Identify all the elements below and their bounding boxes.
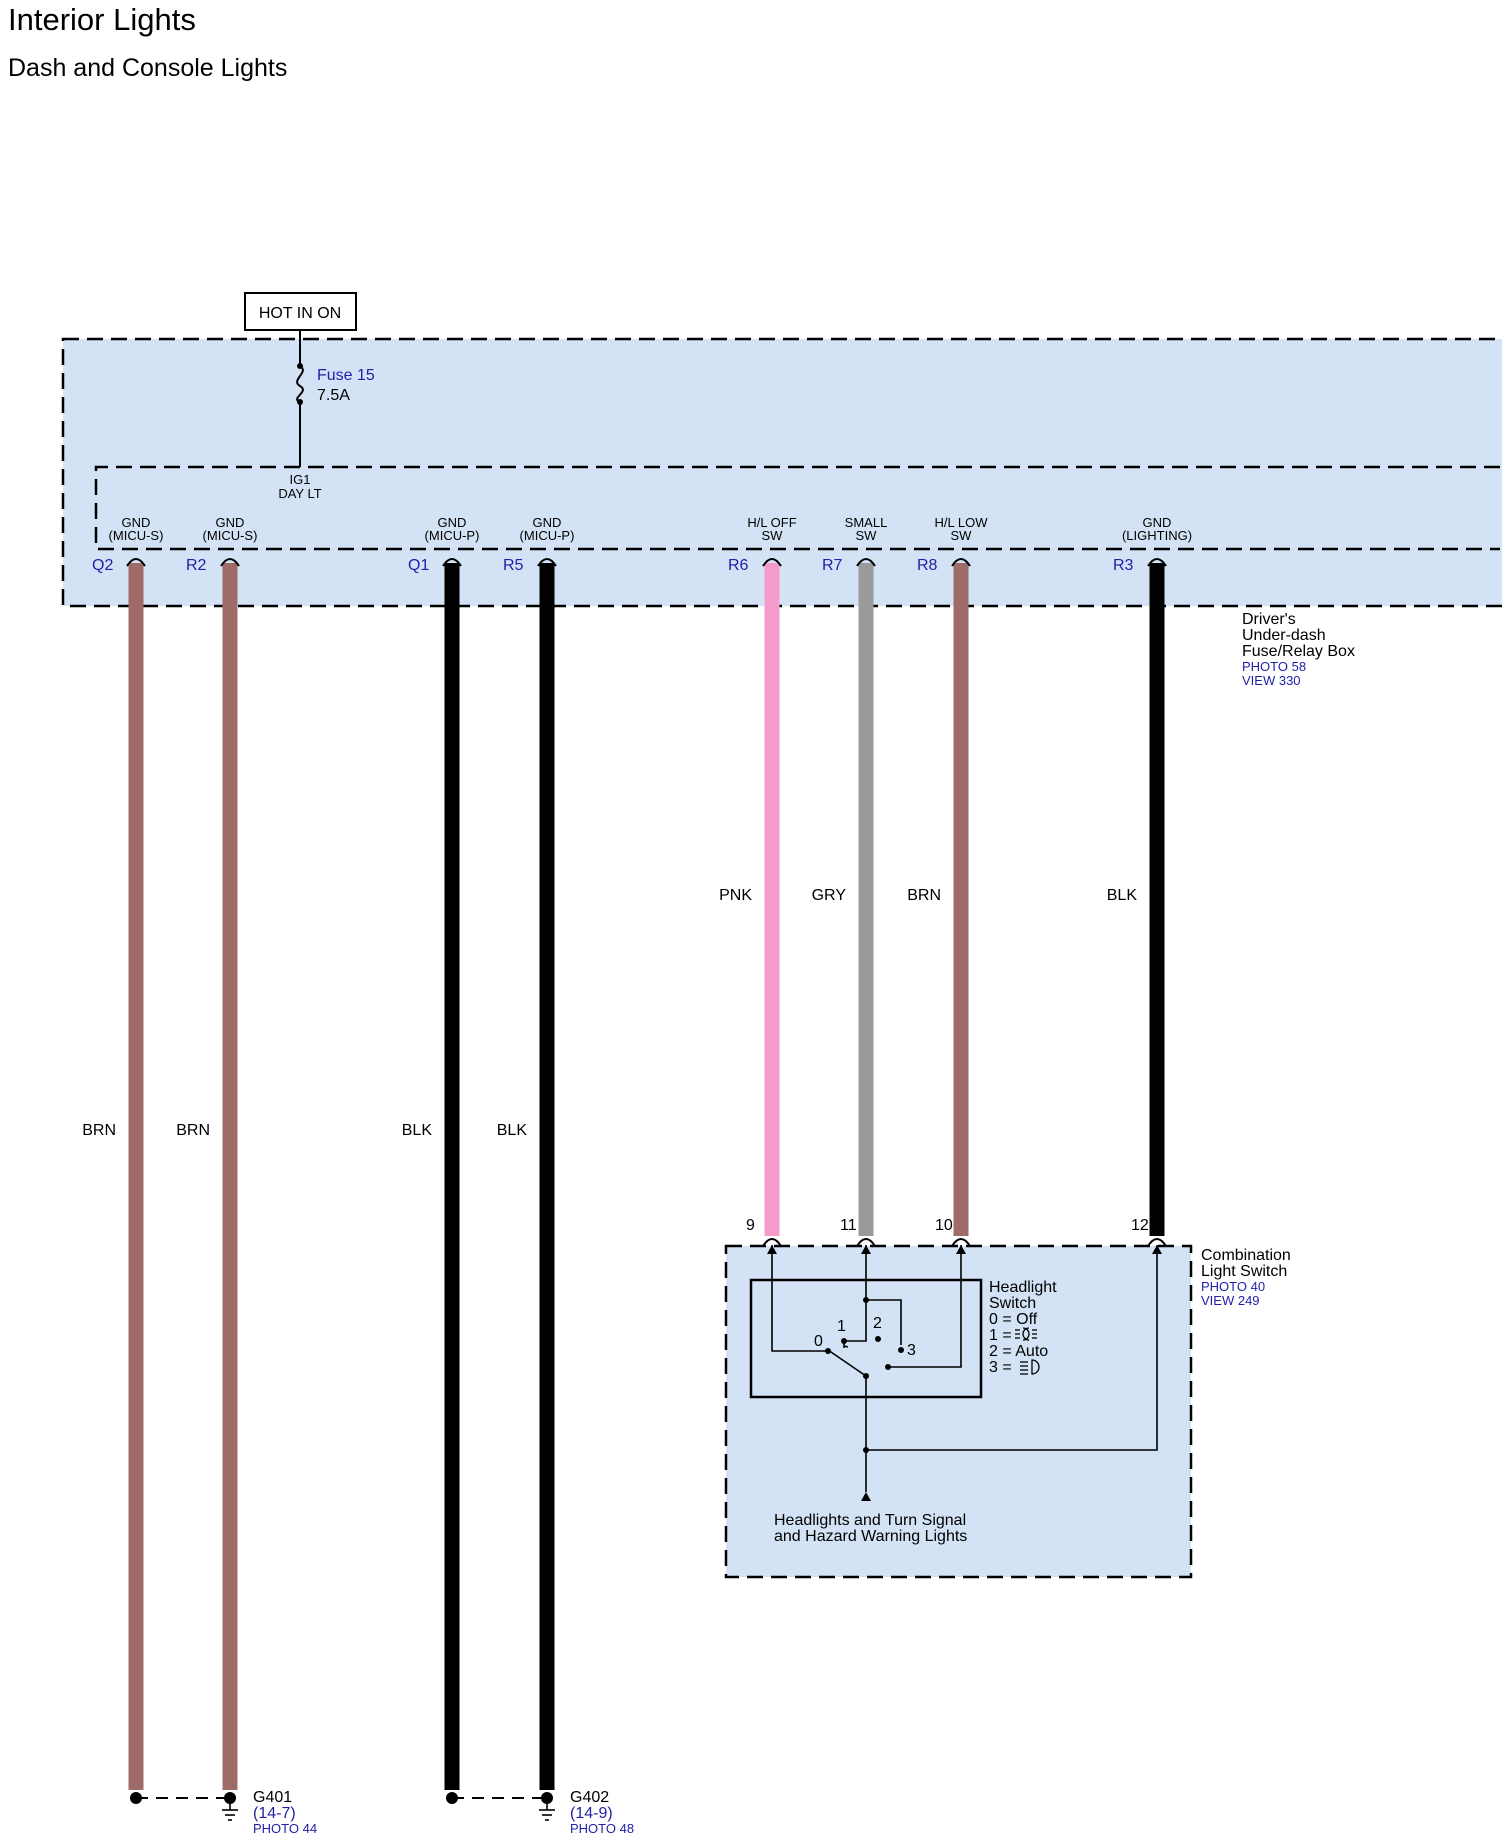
terminal-q1 [442, 558, 462, 567]
ground-g402-name: G402 [570, 1789, 609, 1806]
low-beam-icon [1020, 1359, 1040, 1375]
pin-label-r3: GND [1143, 515, 1172, 530]
ground-symbol-g402 [539, 1798, 555, 1821]
pin-sublabel-q2: (MICU-S) [109, 528, 164, 543]
parking-light-icon [1015, 1327, 1037, 1341]
page-title: Interior Lights [8, 2, 196, 37]
ground-node-q2 [130, 1792, 142, 1804]
connector-outline [94, 465, 1500, 551]
switch-terminal-12 [1147, 1238, 1167, 1247]
headlight-switch-name-2: Switch [989, 1295, 1036, 1312]
output-note-2: and Hazard Warning Lights [774, 1528, 967, 1545]
terminal-r7 [856, 558, 876, 567]
wire-color-r6: PNK [719, 887, 752, 904]
fuse-box-name-1: Driver's [1242, 611, 1296, 628]
fuse-output-line2: DAY LT [278, 486, 321, 501]
cavity-r6: R6 [728, 557, 749, 574]
switch-pos-3: 3 [907, 1342, 916, 1359]
pin-sublabel-q1: (MICU-P) [425, 528, 480, 543]
fuse-name: Fuse 15 [317, 367, 375, 384]
cavity-q2: Q2 [92, 557, 113, 574]
wire-color-r2: BRN [176, 1122, 210, 1139]
wire-color-q2: BRN [82, 1122, 116, 1139]
fuse-box-name-2: Under-dash [1242, 627, 1326, 644]
pin-sublabel-r5: (MICU-P) [520, 528, 575, 543]
cavity-r7: R7 [822, 557, 843, 574]
page-subtitle: Dash and Console Lights [8, 54, 288, 82]
switch-contacts [767, 1245, 1162, 1501]
pin-sublabel-r7: SW [856, 528, 878, 543]
pin-label-r7: SMALL [845, 515, 888, 530]
ground-node-q1 [446, 1792, 458, 1804]
pin-sublabel-r8: SW [951, 528, 973, 543]
switch-pin-10: 10 [935, 1217, 953, 1234]
wire-color-r8: BRN [907, 887, 941, 904]
legend-auto: 2 = Auto [989, 1343, 1048, 1360]
fuse-box-outline [61, 337, 1502, 608]
legend-off: 0 = Off [989, 1311, 1038, 1328]
switch-pos-1: 1 [837, 1318, 846, 1335]
combination-switch-name-1: Combination [1201, 1247, 1291, 1264]
terminal-r3 [1147, 558, 1167, 567]
pin-sublabel-r3: (LIGHTING) [1122, 528, 1192, 543]
wire-color-r3: BLK [1107, 887, 1138, 904]
switch-terminal-9 [762, 1238, 782, 1247]
terminal-r5 [537, 558, 557, 567]
pin-label-r5: GND [533, 515, 562, 530]
ground-g401-ref: (14-7) [253, 1805, 296, 1822]
cavity-r8: R8 [917, 557, 938, 574]
fuse-output-line1: IG1 [290, 472, 311, 487]
terminal-r6 [762, 558, 782, 567]
cavity-r5: R5 [503, 557, 524, 574]
cavity-q1: Q1 [408, 557, 429, 574]
ground-g402-ref: (14-9) [570, 1805, 613, 1822]
wire-color-q1: BLK [402, 1122, 433, 1139]
pin-label-q1: GND [438, 515, 467, 530]
switch-pos-0: 0 [814, 1333, 823, 1350]
ground-symbol-g401 [222, 1798, 238, 1821]
pin-label-r2: GND [216, 515, 245, 530]
fuse-box-view: VIEW 330 [1242, 673, 1301, 688]
pin-label-r6: H/L OFF [747, 515, 796, 530]
ground-g401-name: G401 [253, 1789, 292, 1806]
cavity-r3: R3 [1113, 557, 1134, 574]
ground-g402-photo: PHOTO 48 [570, 1821, 634, 1836]
cavity-r2: R2 [186, 557, 207, 574]
switch-pin-9: 9 [746, 1217, 755, 1234]
combination-switch-name-2: Light Switch [1201, 1263, 1287, 1280]
ground-g401-photo: PHOTO 44 [253, 1821, 317, 1836]
switch-terminal-11 [856, 1238, 876, 1247]
fuse-symbol [296, 365, 304, 403]
legend-small: 1 = [989, 1327, 1012, 1344]
headlight-switch-name-1: Headlight [989, 1279, 1057, 1296]
pin-sublabel-r6: SW [762, 528, 784, 543]
legend-low: 3 = [989, 1359, 1012, 1376]
switch-pos-2: 2 [873, 1315, 882, 1332]
output-note-1: Headlights and Turn Signal [774, 1512, 966, 1529]
fuse-rating: 7.5A [317, 387, 350, 404]
switch-terminal-10 [951, 1238, 971, 1247]
switch-pin-12: 12 [1131, 1217, 1149, 1234]
wire-color-r7: GRY [812, 887, 847, 904]
switch-pin-11: 11 [840, 1217, 857, 1234]
fuse-box-photo: PHOTO 58 [1242, 659, 1306, 674]
combination-switch-outline [724, 1244, 1193, 1579]
fuse-box-name-3: Fuse/Relay Box [1242, 643, 1355, 660]
power-source-label: HOT IN ON [259, 305, 341, 322]
pin-label-r8: H/L LOW [935, 515, 989, 530]
terminal-r2 [220, 558, 240, 567]
combination-switch-photo: PHOTO 40 [1201, 1279, 1265, 1294]
pin-sublabel-r2: (MICU-S) [203, 528, 258, 543]
pin-label-q2: GND [122, 515, 151, 530]
combination-switch-view: VIEW 249 [1201, 1293, 1260, 1308]
terminal-r8 [951, 558, 971, 567]
terminal-q2 [126, 558, 146, 567]
headlight-switch-mechanism [771, 1245, 1158, 1492]
wire-color-r5: BLK [497, 1122, 528, 1139]
